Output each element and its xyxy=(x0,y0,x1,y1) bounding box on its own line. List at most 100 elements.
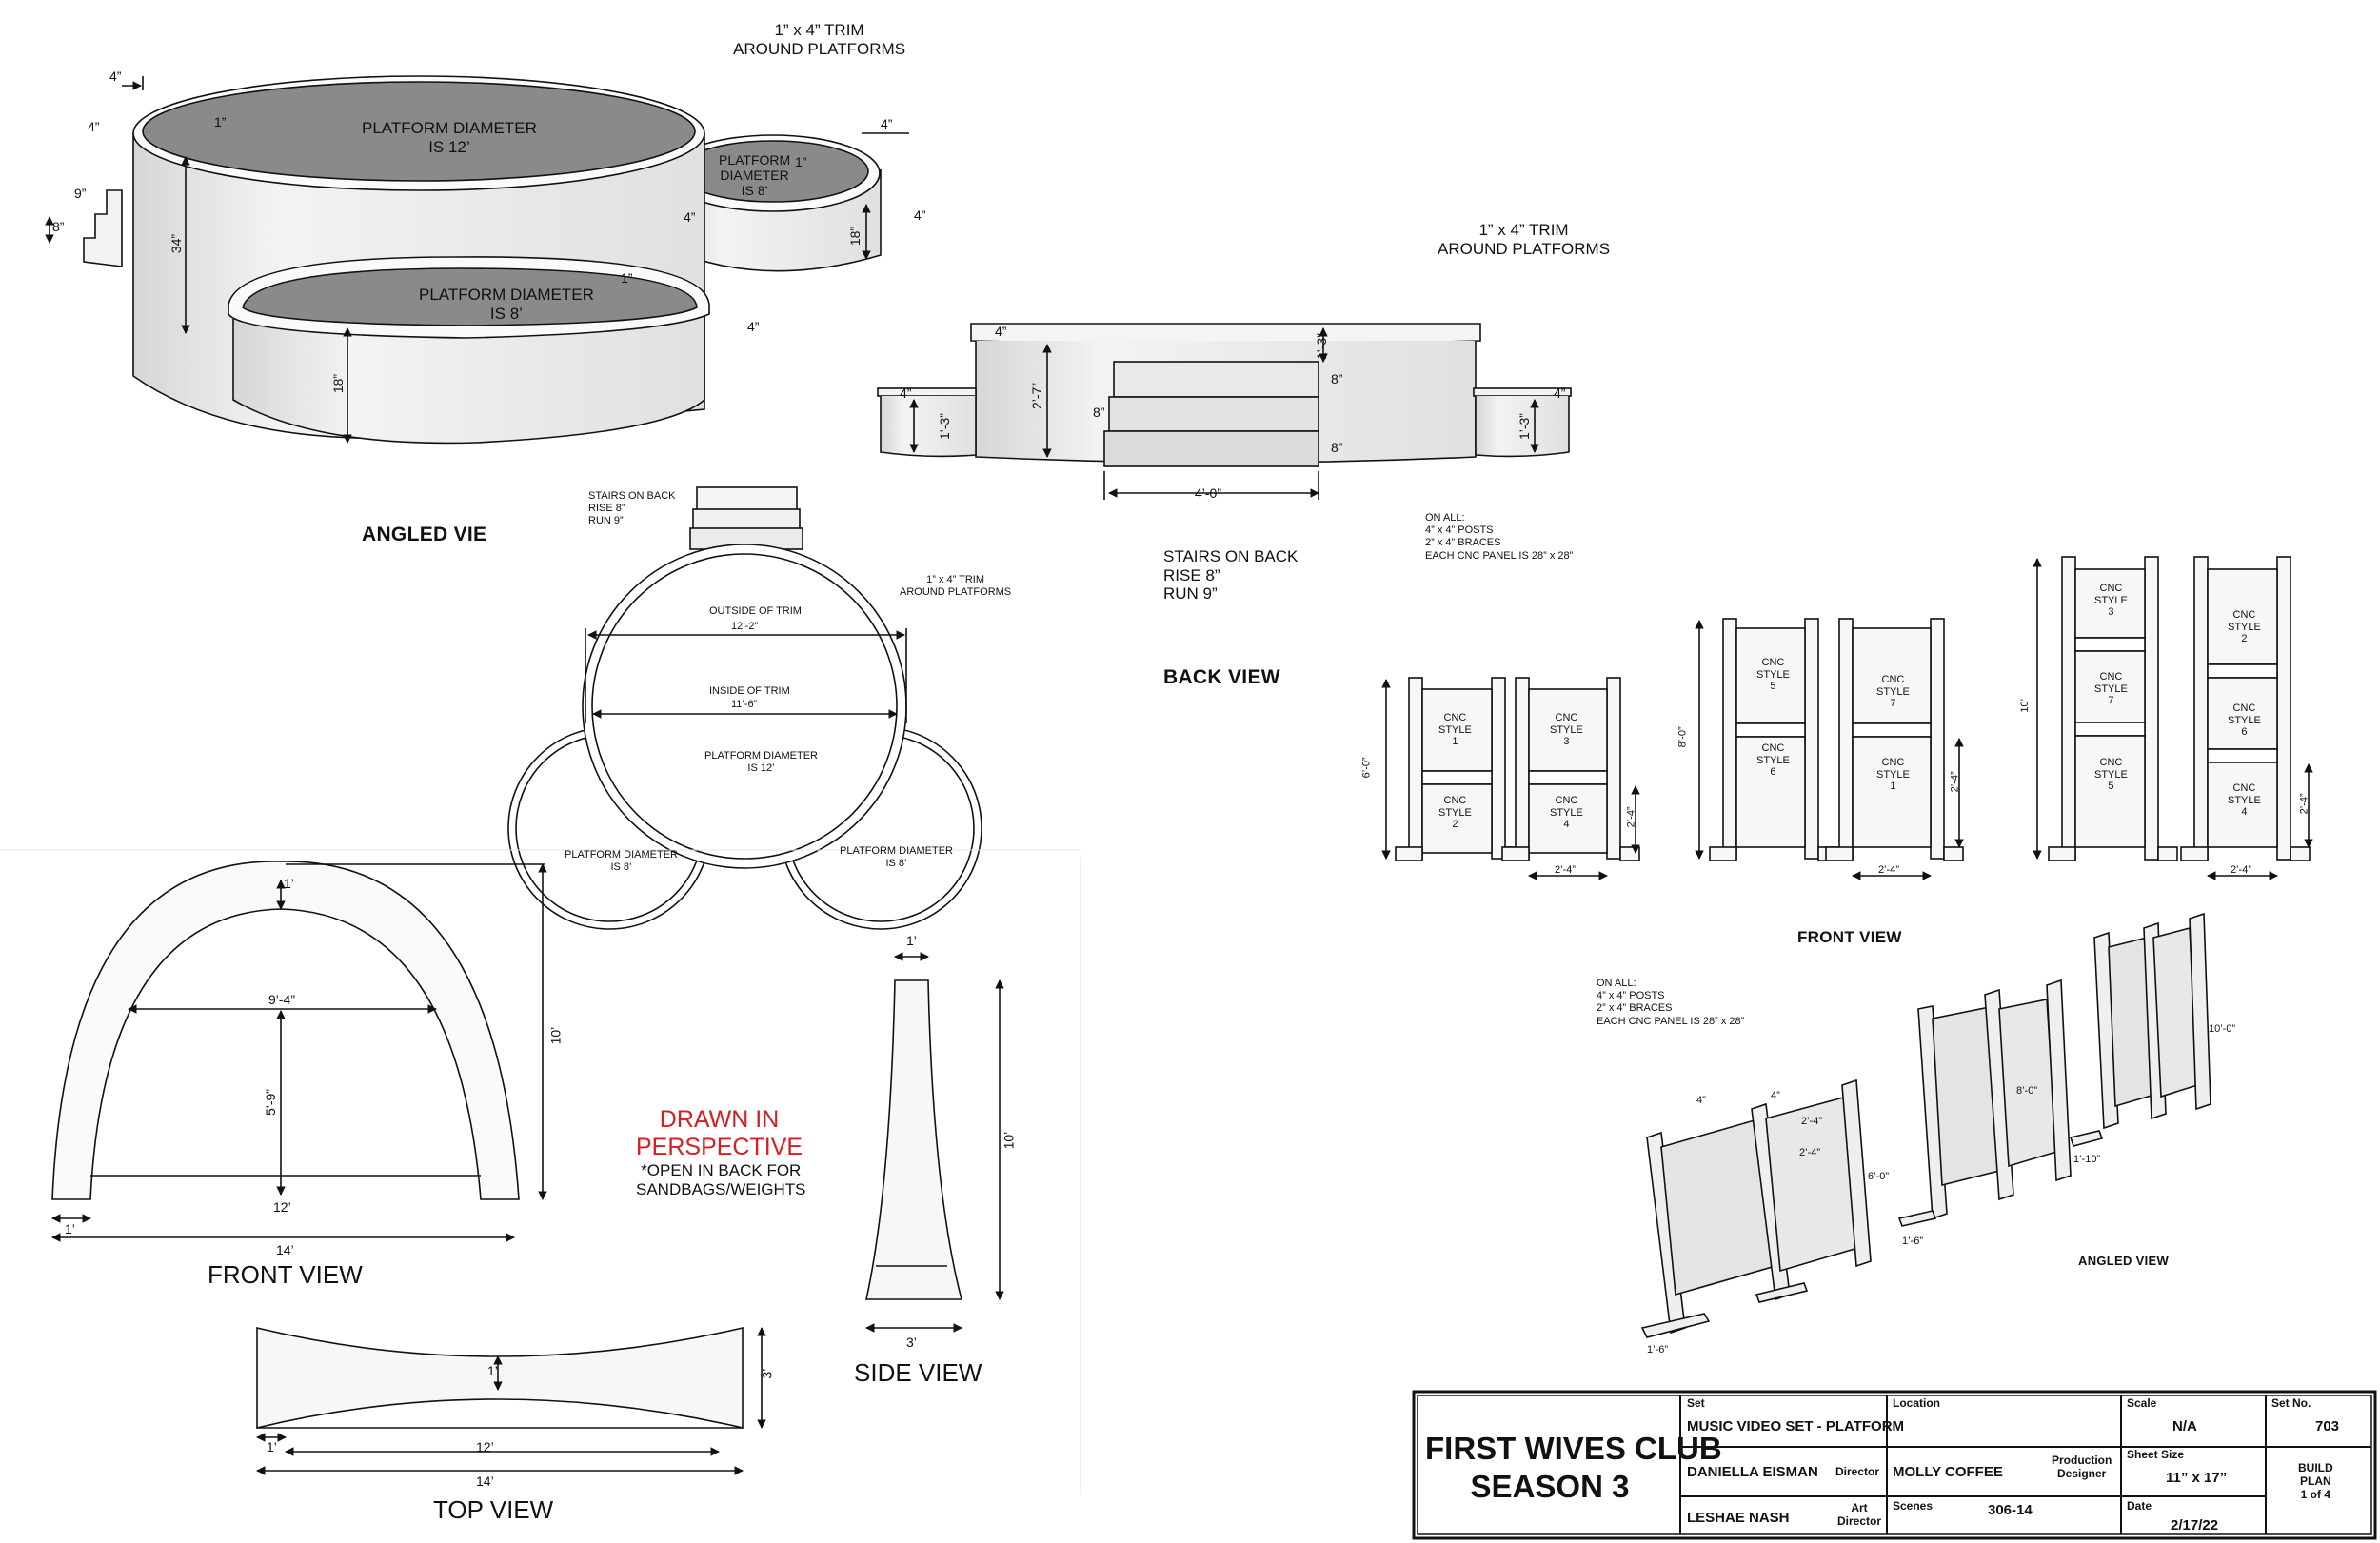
cnc-front-title: FRONT VIEW xyxy=(1797,928,1902,946)
cnc-front-view xyxy=(1395,556,2311,861)
dim-4-right: 4” xyxy=(881,116,893,131)
outside-trim-dim: 12’-2” xyxy=(731,621,759,632)
cnc-front-dims xyxy=(1381,558,2313,880)
dim-1-mid: 1” xyxy=(621,270,633,286)
scenes-value: 306-14 xyxy=(1988,1502,2033,1518)
cnc-unit3-height: 8’-0” xyxy=(1676,726,1689,748)
dim-18-front: 18” xyxy=(330,373,347,394)
side-dim-base: 3’ xyxy=(906,1335,917,1350)
arch-side-title: SIDE VIEW xyxy=(854,1358,982,1387)
dim-1-top: 1” xyxy=(214,114,227,129)
cnc-unit6-bottom: CNC STYLE 4 xyxy=(2228,782,2261,819)
title-block-frame xyxy=(1412,1390,2377,1540)
right-platform-label-top: PLATFORM DIAMETER IS 8’ xyxy=(840,845,953,870)
front-platform-label: PLATFORM DIAMETER IS 8’ xyxy=(419,286,594,323)
back-trim-note: 1” x 4” TRIM AROUND PLATFORMS xyxy=(1438,221,1611,258)
arch-dim-inner-height: 5’-9” xyxy=(262,1089,278,1117)
angled-dim-f: 1’-6” xyxy=(1902,1236,1924,1247)
cnc-angled-note: ON ALL: 4” x 4” POSTS 2” x 4” BRACES EAC… xyxy=(1597,978,1745,1027)
back-dim-step-2: 8” xyxy=(1093,405,1105,420)
back-stairs-note: STAIRS ON BACK RISE 8” RUN 9” xyxy=(1163,547,1299,603)
angled-dim-i: 1’-10” xyxy=(2073,1154,2101,1165)
cnc-angled-title: ANGLED VIEW xyxy=(2078,1254,2170,1268)
top-dim-mid: 1’ xyxy=(487,1363,498,1378)
angled-dim-g: 2’-4” xyxy=(1799,1147,1821,1158)
scale-value: N/A xyxy=(2172,1418,2197,1434)
director-name: DANIELLA EISMAN xyxy=(1687,1464,1818,1480)
cnc-unit5-bottom: CNC STYLE 5 xyxy=(2094,757,2128,793)
angled-dim-j: 10’-0” xyxy=(2209,1023,2236,1035)
cnc-angled-view xyxy=(1640,912,2211,1338)
angled-view-title: ANGLED VIE xyxy=(362,524,487,545)
cnc-unit4-top: CNC STYLE 7 xyxy=(1876,674,1910,710)
dim-34: 34” xyxy=(169,233,185,254)
arch-dim-overall: 14’ xyxy=(276,1242,294,1257)
arch-dim-top: 1’ xyxy=(284,876,294,891)
perspective-note: DRAWN IN PERSPECTIVE xyxy=(636,1106,803,1160)
angled-platform-view xyxy=(45,75,909,445)
angled-trim-note: 1” x 4” TRIM AROUND PLATFORMS xyxy=(733,21,906,58)
director-label: Director xyxy=(1835,1465,1880,1478)
cnc-unit6-panel: 2’-4” xyxy=(2298,793,2311,815)
cnc-note: ON ALL: 4” x 4” POSTS 2” x 4” BRACES EAC… xyxy=(1425,512,1574,562)
left-platform-label: PLATFORM DIAMETER IS 8’ xyxy=(565,849,678,874)
cnc-unit2-width: 2’-4” xyxy=(1555,864,1577,876)
dim-9: 9” xyxy=(74,186,87,201)
outside-trim-label: OUTSIDE OF TRIM xyxy=(709,605,802,617)
cnc-unit5-mid: CNC STYLE 7 xyxy=(2094,671,2128,707)
sheet-label: Sheet Size xyxy=(2127,1448,2185,1461)
top-trim-note: 1” x 4” TRIM AROUND PLATFORMS xyxy=(900,574,1012,599)
top-dim-overall: 14’ xyxy=(476,1474,494,1489)
cnc-unit3-bottom: CNC STYLE 6 xyxy=(1756,742,1790,779)
angled-dim-d: 6’-0” xyxy=(1868,1171,1890,1182)
angled-dim-h: 8’-0” xyxy=(2016,1085,2038,1097)
top-dim-foot: 1’ xyxy=(267,1439,277,1454)
cnc-unit1-bottom: CNC STYLE 2 xyxy=(1438,795,1472,831)
arch-dim-base: 12’ xyxy=(273,1199,291,1215)
angled-dim-b: 4” xyxy=(1771,1090,1780,1101)
dim-4-right2: 4” xyxy=(914,208,926,223)
arch-top-view xyxy=(256,857,1081,1494)
cnc-unit4-panel: 2’-4” xyxy=(1949,771,1961,793)
back-view-title: BACK VIEW xyxy=(1163,666,1280,688)
setno-value: 703 xyxy=(2315,1418,2340,1434)
back-dim-trim-left: 4” xyxy=(900,386,912,401)
inside-trim-label: INSIDE OF TRIM xyxy=(709,685,790,697)
cnc-unit5-height: 10’ xyxy=(2019,698,2032,713)
right-platform-label: PLATFORM DIAMETER IS 8’ xyxy=(719,152,791,199)
back-dim-trim-right: 4” xyxy=(1554,386,1566,401)
top-stairs-note: STAIRS ON BACK RISE 8” RUN 9” xyxy=(588,490,676,527)
cnc-unit4-bottom: CNC STYLE 1 xyxy=(1876,757,1910,793)
designer-label: Production Designer xyxy=(2052,1454,2112,1480)
date-value: 2/17/22 xyxy=(2171,1517,2219,1533)
date-label: Date xyxy=(2127,1499,2152,1513)
back-dim-step-3: 8” xyxy=(1331,440,1343,455)
cnc-unit1-top: CNC STYLE 1 xyxy=(1438,712,1472,748)
side-dim-height: 10’ xyxy=(1001,1131,1017,1150)
dim-8: 8” xyxy=(52,219,65,234)
cnc-unit3-top: CNC STYLE 5 xyxy=(1756,657,1790,693)
back-dim-width: 4’-0” xyxy=(1195,485,1222,501)
sheet-value: 11” x 17” xyxy=(2166,1470,2228,1486)
back-dim-right-height: 1’-3” xyxy=(1516,413,1532,441)
setno-label: Set No. xyxy=(2271,1396,2311,1410)
set-label: Set xyxy=(1687,1396,1705,1410)
dim-18-right: 18” xyxy=(847,226,863,247)
set-value: MUSIC VIDEO SET - PLATFORM xyxy=(1687,1418,1905,1434)
back-dim-main-height: 2’-7” xyxy=(1028,383,1044,410)
arch-dim-foot: 1’ xyxy=(65,1221,75,1236)
designer-name: MOLLY COFFEE xyxy=(1893,1464,2003,1480)
art-director-name: LESHAE NASH xyxy=(1687,1510,1790,1526)
plan-value: BUILD PLAN 1 of 4 xyxy=(2298,1461,2333,1501)
show-title: FIRST WIVES CLUB SEASON 3 xyxy=(1425,1431,1722,1504)
dim-4-top: 4” xyxy=(109,69,122,84)
center-platform-label: PLATFORM DIAMETER IS 12’ xyxy=(704,750,818,775)
scale-label: Scale xyxy=(2127,1396,2157,1410)
scenes-label: Scenes xyxy=(1893,1499,1934,1513)
inside-trim-dim: 11’-6” xyxy=(731,699,758,710)
back-dim-trim-top: 4” xyxy=(995,324,1007,339)
back-platform-view xyxy=(877,323,1572,500)
angled-dim-e: 1’-6” xyxy=(1647,1344,1669,1355)
cnc-unit4-width: 2’-4” xyxy=(1878,864,1900,876)
